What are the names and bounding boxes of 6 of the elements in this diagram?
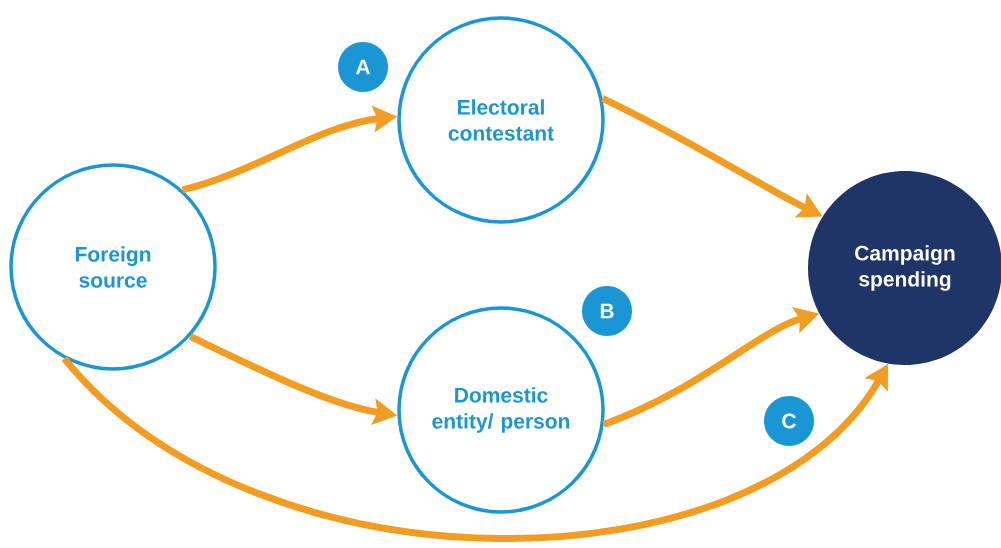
circle-node: Foreign source	[9, 163, 217, 371]
letter-badge: A	[338, 42, 388, 92]
arrow	[61, 356, 889, 542]
circle-node: Electoral contestant	[397, 16, 605, 224]
letter-badge: C	[764, 396, 814, 446]
letter-badge: B	[582, 286, 632, 336]
